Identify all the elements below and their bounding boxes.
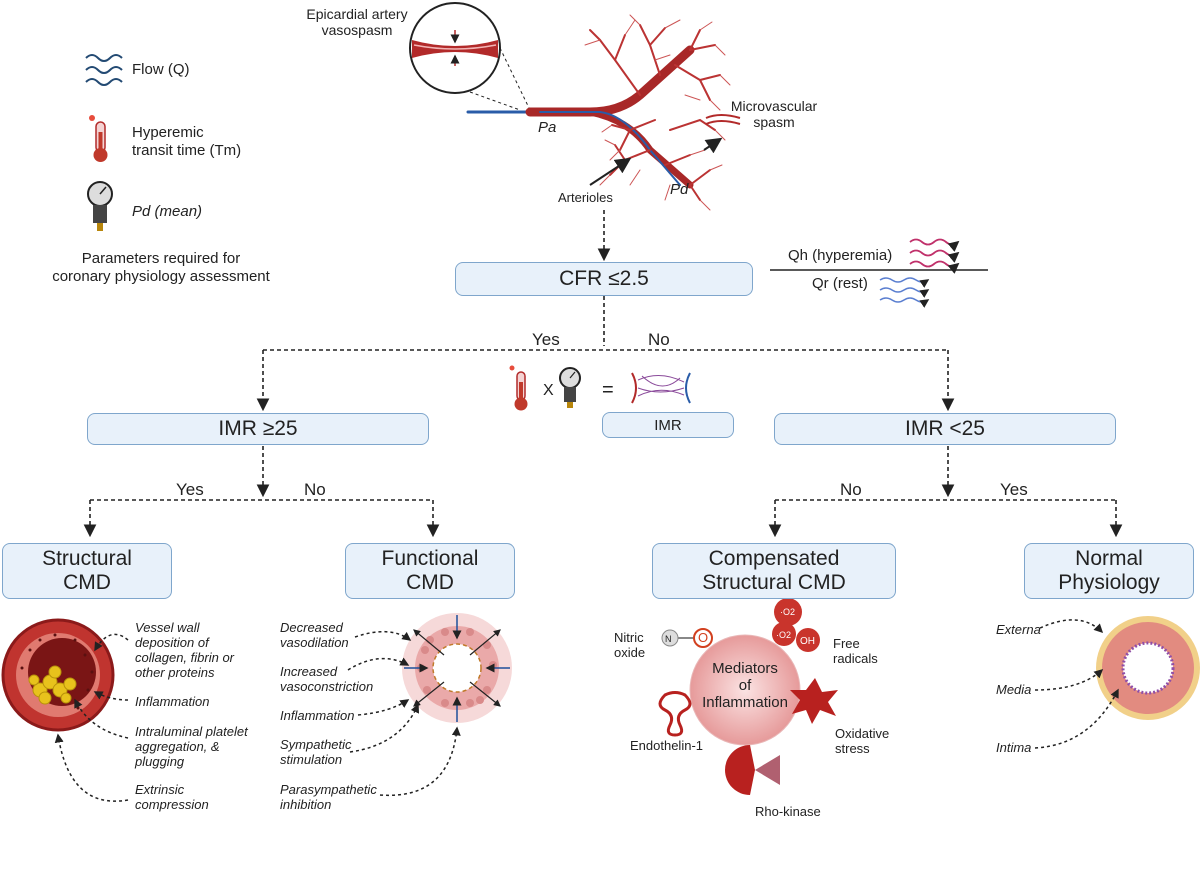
mediators-illustration <box>658 598 838 795</box>
thermometer-icon <box>89 115 108 162</box>
oxygen-symbol: O <box>698 630 709 645</box>
pd-label: Pd <box>670 181 689 198</box>
epicardial-label: Epicardial artery vasospasm <box>306 6 408 38</box>
intima-label: Intima <box>996 740 1032 755</box>
functional-sympathetic-note: Sympathetic stimulation <box>280 737 352 767</box>
structural-vessel-illustration <box>1 618 115 732</box>
normal-vessel-illustration <box>1096 616 1200 720</box>
imr-high-yes-label: Yes <box>176 480 204 499</box>
imr-low-box: IMR <25 <box>774 413 1116 445</box>
imr-high-no-label: No <box>304 480 326 499</box>
microvascular-label: Microvascular spasm <box>730 98 818 130</box>
externa-label: Externa <box>996 622 1041 637</box>
epicardial-spasm-illustration <box>409 2 531 111</box>
structural-deposition-note: Vessel wall deposition of collagen, fibr… <box>135 620 234 680</box>
imr-formula-label: IMR <box>654 416 682 434</box>
flow-waves-icon <box>85 54 123 86</box>
superoxide-symbol-2: ·O2 <box>776 630 792 640</box>
formula-equals: = <box>602 379 614 401</box>
legend-flow-label: Flow (Q) <box>132 61 190 78</box>
structural-platelet-note: Intraluminal platelet aggregation, & plu… <box>135 724 248 769</box>
cfr-no-label: No <box>648 330 670 349</box>
formula-times: X <box>543 382 554 399</box>
imr-low-yes-label: Yes <box>1000 480 1028 499</box>
compensated-cmd-label: Compensated Structural CMD <box>702 547 846 594</box>
structural-cmd-box: Structural CMD <box>2 543 172 599</box>
legend-pd-label: Pd (mean) <box>132 203 203 220</box>
pa-label: Pa <box>538 119 557 136</box>
nitric-oxide-label: Nitric oxide <box>614 630 646 660</box>
cfr-label: CFR ≤2.5 <box>559 267 649 290</box>
normal-physiology-box: Normal Physiology <box>1024 543 1194 599</box>
functional-vasodilation-note: Decreased vasodilation <box>280 620 349 650</box>
structural-cmd-label: Structural CMD <box>42 547 132 594</box>
media-label: Media <box>996 682 1032 697</box>
legend-hyperemic-label: Hyperemic transit time (Tm) <box>132 124 242 159</box>
cfr-box: CFR ≤2.5 <box>455 262 753 296</box>
functional-inflammation-note: Inflammation <box>280 708 355 723</box>
mediators-center-label: Mediators of Inflammation <box>702 660 788 711</box>
cfr-ratio-graphic <box>770 238 988 308</box>
superoxide-symbol-1: ·O2 <box>780 607 796 617</box>
imr-low-label: IMR <25 <box>905 417 985 440</box>
compensated-cmd-box: Compensated Structural CMD <box>652 543 896 599</box>
rho-kinase-label: Rho-kinase <box>755 804 821 819</box>
cfr-yes-label: Yes <box>532 330 560 349</box>
imr-high-box: IMR ≥25 <box>87 413 429 445</box>
arterioles-label: Arterioles <box>558 190 613 205</box>
functional-vasoconstriction-note: Increased vasoconstriction <box>280 664 374 694</box>
free-radicals-label: Free radicals <box>833 636 878 666</box>
nitrogen-symbol: N <box>665 634 672 644</box>
legend-caption: Parameters required for coronary physiol… <box>52 250 270 285</box>
coronary-tree-illustration <box>466 14 731 211</box>
functional-vessel-illustration <box>402 613 512 723</box>
endothelin-label: Endothelin-1 <box>630 738 703 753</box>
qr-label: Qr (rest) <box>812 275 868 292</box>
pressure-gauge-icon <box>87 181 113 231</box>
normal-physiology-label: Normal Physiology <box>1058 547 1160 594</box>
structural-compression-note: Extrinsic compression <box>135 782 209 812</box>
imr-formula-box: IMR <box>602 412 734 438</box>
imr-high-label: IMR ≥25 <box>218 417 298 440</box>
functional-cmd-label: Functional CMD <box>381 547 479 594</box>
functional-cmd-box: Functional CMD <box>345 543 515 599</box>
oxidative-stress-label: Oxidative stress <box>835 726 890 756</box>
imr-low-no-label: No <box>840 480 862 499</box>
microvascular-spasm-icon <box>705 114 741 125</box>
hydroxyl-symbol: OH <box>800 636 815 647</box>
imr-formula-icons <box>509 365 691 411</box>
structural-inflammation-note: Inflammation <box>135 694 210 709</box>
functional-parasympathetic-note: Parasympathetic inhibition <box>280 782 377 812</box>
qh-label: Qh (hyperemia) <box>788 247 893 264</box>
